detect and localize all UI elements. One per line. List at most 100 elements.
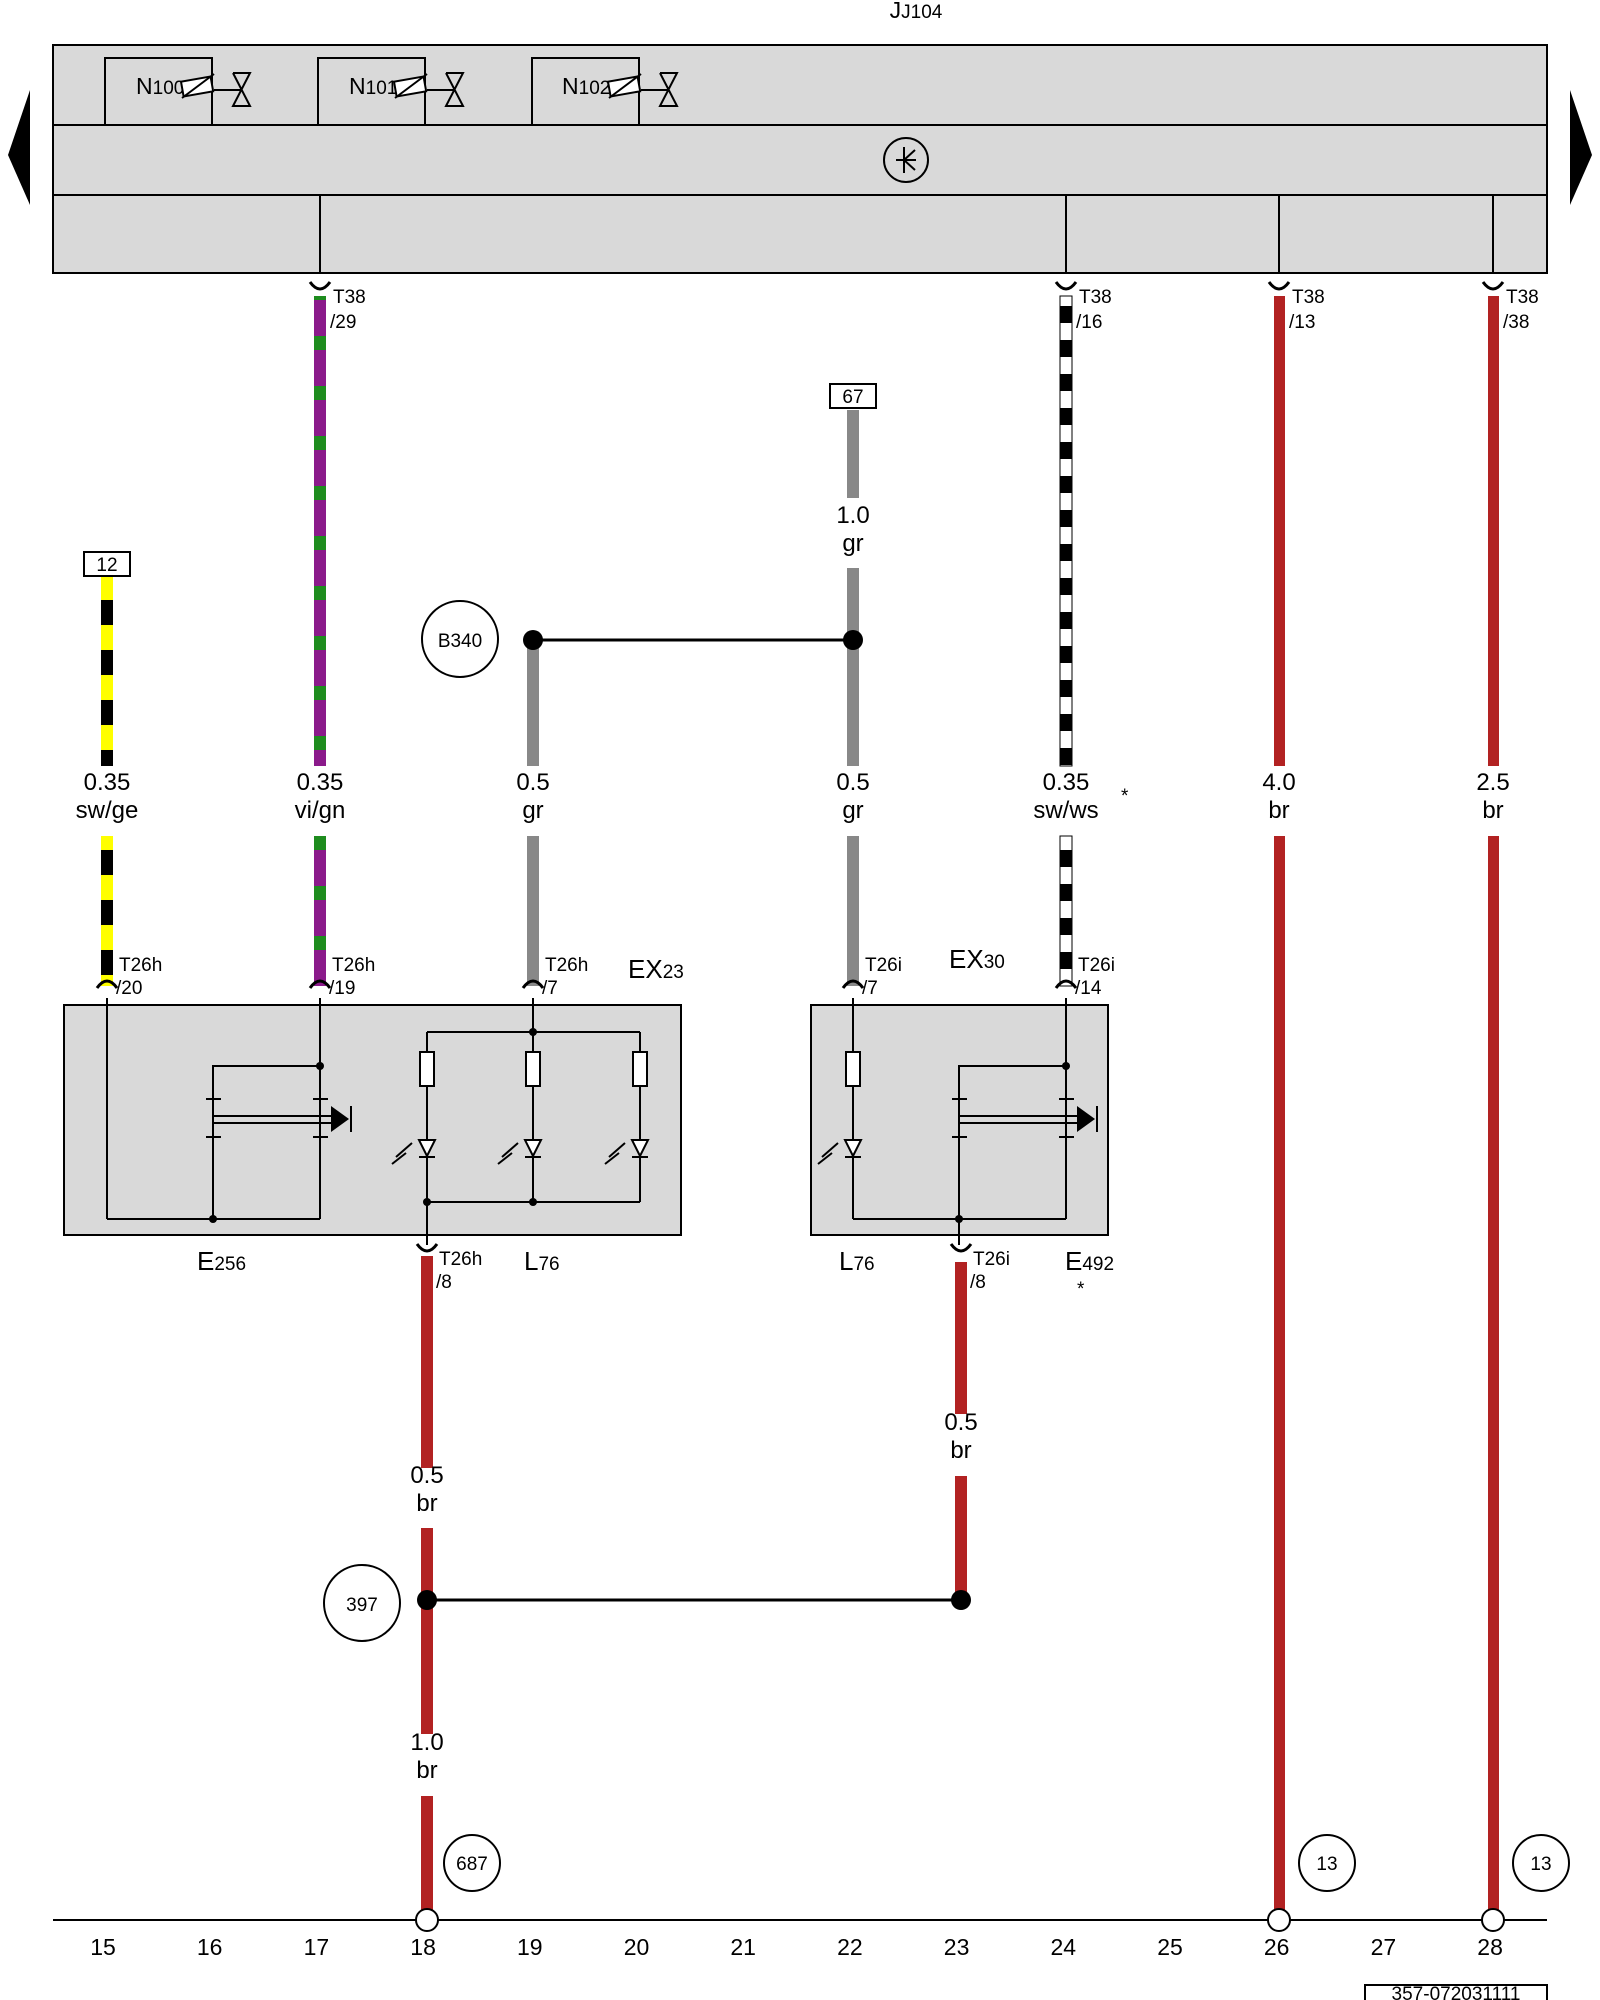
component-e256-label: E256 — [197, 1246, 246, 1276]
wire-swws-upper — [1059, 295, 1073, 767]
column-number: 18 — [410, 1934, 436, 1960]
svg-text:N100: N100 — [136, 73, 184, 99]
svg-text:/20: /20 — [116, 978, 142, 999]
svg-text:397: 397 — [346, 1595, 378, 1616]
svg-text:/8: /8 — [970, 1272, 986, 1293]
module-ex30-label: EX30 — [949, 944, 1005, 974]
column-number: 16 — [197, 1934, 223, 1960]
wire-label-color: br — [416, 1490, 437, 1517]
svg-text:/8: /8 — [436, 1272, 452, 1293]
control-unit-sub: J104 — [901, 2, 943, 23]
component-l76-label: L76 — [524, 1246, 560, 1276]
column-number: 15 — [90, 1934, 116, 1960]
solenoid-n101: N101 — [317, 57, 465, 125]
wire-gr-19-upper — [527, 640, 539, 766]
column-number: 20 — [624, 1934, 650, 1960]
wire-label-size: 0.35 — [1043, 769, 1090, 796]
svg-text:/13: /13 — [1289, 312, 1315, 333]
svg-text:T26i: T26i — [973, 1249, 1010, 1270]
connector-t26h-7: T26h /7 — [521, 955, 588, 999]
wire-vign-upper — [314, 296, 326, 766]
svg-text:/14: /14 — [1075, 978, 1102, 999]
ground-reference-13: 13 — [1512, 1834, 1570, 1892]
ground-reference-13: 13 — [1298, 1834, 1356, 1892]
svg-text:T26h: T26h — [119, 955, 162, 976]
j104-panel — [52, 44, 1548, 274]
svg-text:/19: /19 — [329, 978, 355, 999]
wire-gr-22-lower — [847, 836, 859, 986]
svg-text:/7: /7 — [862, 978, 878, 999]
svg-text:12: 12 — [96, 555, 117, 576]
reference-box-67: 67 — [829, 383, 877, 409]
svg-text:/7: /7 — [542, 978, 558, 999]
svg-text:/38: /38 — [1503, 312, 1529, 333]
svg-text:357-072031111: 357-072031111 — [1392, 1984, 1521, 2000]
page-next-arrow[interactable] — [1570, 90, 1592, 205]
svg-text:13: 13 — [1530, 1854, 1551, 1875]
wire-gr-22-top — [847, 410, 859, 498]
wire-label-size: 1.0 — [410, 1729, 443, 1756]
ground-terminal — [1267, 1908, 1291, 1932]
svg-text:/16: /16 — [1076, 312, 1102, 333]
svg-text:T26h: T26h — [545, 955, 588, 976]
svg-text:N102: N102 — [562, 73, 610, 99]
wire-label-color: br — [416, 1757, 437, 1784]
solenoid-n100: N100 — [104, 57, 252, 125]
wire-label-size: 0.5 — [516, 769, 549, 796]
module-ex23-label: EX23 — [628, 954, 684, 984]
svg-text:T26h: T26h — [332, 955, 375, 976]
module-ex30 — [810, 998, 1109, 1245]
column-number: 26 — [1264, 1934, 1290, 1960]
wire-gr-22-mid — [847, 568, 859, 766]
svg-text:T38: T38 — [1079, 287, 1112, 308]
wire-br-18-b — [421, 1528, 433, 1734]
column-number: 17 — [304, 1934, 330, 1960]
column-number: 21 — [730, 1934, 756, 1960]
column-number: 22 — [837, 1934, 863, 1960]
wire-br-28-upper — [1488, 296, 1499, 766]
ground-terminal — [1481, 1908, 1505, 1932]
junction-b340: B340 — [421, 600, 863, 678]
pin-t38-38: T38 /38 — [1481, 281, 1539, 333]
switch-e492 — [952, 1062, 1098, 1245]
column-number: 27 — [1371, 1934, 1397, 1960]
wire-br-23-b — [955, 1476, 967, 1600]
wire-label-size: 0.35 — [297, 769, 344, 796]
page-prev-arrow[interactable] — [8, 90, 30, 205]
wire-label-color: gr — [842, 797, 863, 824]
wire-vign-lower — [314, 836, 326, 986]
solenoid-n102: N102 — [531, 57, 679, 125]
transistor-symbol — [883, 137, 929, 183]
wire-label-color: vi/gn — [295, 797, 346, 824]
asterisk-note: * — [1121, 786, 1129, 807]
wire-label-color: br — [1482, 797, 1503, 824]
wire-label-size: 2.5 — [1476, 769, 1509, 796]
wire-label-color: gr — [522, 797, 543, 824]
connector-t26h-20: T26h /20 — [95, 955, 162, 999]
wire-swge-upper — [101, 576, 113, 766]
wire-label-color: br — [950, 1437, 971, 1464]
ground-reference-687: 687 — [443, 1834, 501, 1892]
wire-label-size: 4.0 — [1262, 769, 1295, 796]
column-number: 19 — [517, 1934, 543, 1960]
wire-label-size: 0.5 — [944, 1409, 977, 1436]
wire-label-color: sw/ge — [76, 797, 139, 824]
wire-label-color: sw/ws — [1033, 797, 1098, 824]
wire-label-color: gr — [842, 530, 863, 557]
svg-text:687: 687 — [456, 1854, 488, 1875]
reference-box-12: 12 — [83, 551, 131, 577]
svg-text:T38: T38 — [1506, 287, 1539, 308]
wire-br-18-c — [421, 1796, 433, 1918]
wire-br-18-a — [421, 1256, 433, 1468]
module-ex23 — [63, 998, 682, 1245]
wire-label-size: 0.5 — [836, 769, 869, 796]
wire-br-23-a — [955, 1262, 967, 1414]
pin-t38-16: T38 /16 — [1054, 281, 1112, 333]
ground-terminal — [415, 1908, 439, 1932]
pin-t38-13: T38 /13 — [1267, 281, 1325, 333]
connector-t26i-14: T26i /14 — [1054, 955, 1115, 999]
component-e492-label: E492 — [1065, 1246, 1114, 1276]
connector-t26h-19: T26h /19 — [308, 955, 375, 999]
connector-t26i-7: T26i /7 — [841, 955, 902, 999]
wire-br-26-lower — [1274, 836, 1285, 1918]
